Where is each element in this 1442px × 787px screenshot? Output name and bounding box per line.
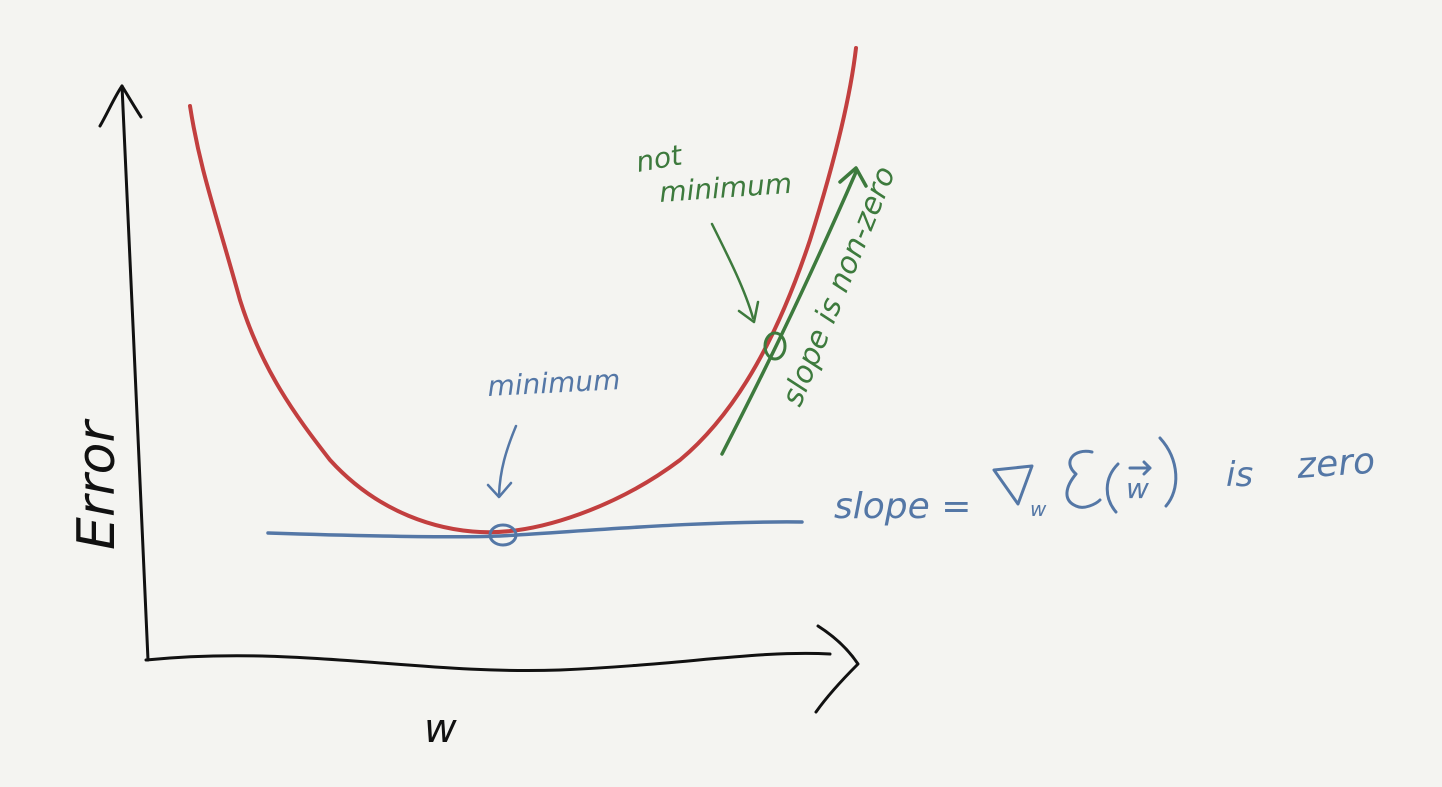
x-axis-line xyxy=(144,651,832,673)
error-curve xyxy=(188,46,858,535)
not-minimum-arrowhead xyxy=(737,300,760,324)
not-minimum-point-circle xyxy=(763,331,787,361)
minimum-arrow xyxy=(497,424,518,497)
y-axis-line xyxy=(120,84,150,662)
not-minimum-arrow xyxy=(710,222,755,320)
minimum-arrowhead xyxy=(486,481,513,499)
not-minimum-label-line1: not xyxy=(633,138,685,179)
x-axis-arrowhead xyxy=(814,624,860,714)
nabla-subscript: w xyxy=(1030,497,1047,521)
nonzero-slope-tangent xyxy=(720,170,858,456)
y-axis-arrowhead xyxy=(98,84,143,128)
y-axis-label: Error xyxy=(67,418,127,550)
x-axis-label: w xyxy=(424,706,457,752)
weight-vector-arrow xyxy=(1128,460,1152,476)
slope-zero-end: zero xyxy=(1295,441,1377,487)
zero-slope-tangent xyxy=(266,520,804,539)
open-paren xyxy=(1105,462,1120,514)
close-paren xyxy=(1158,436,1178,508)
slope-zero-suffix: is xyxy=(1226,455,1253,495)
slope-zero-prefix: slope = xyxy=(834,486,971,527)
loss-symbol xyxy=(1065,449,1102,509)
minimum-label: minimum xyxy=(487,363,621,403)
nabla-symbol xyxy=(992,464,1034,506)
axes xyxy=(98,84,860,714)
not-minimum-label-line2: minimum xyxy=(658,167,793,209)
weight-vector-letter: w xyxy=(1126,472,1149,505)
minimum-point-circle xyxy=(488,523,518,547)
nonzero-slope-arrowhead xyxy=(838,166,868,188)
gradient-formula: w w xyxy=(992,436,1178,521)
